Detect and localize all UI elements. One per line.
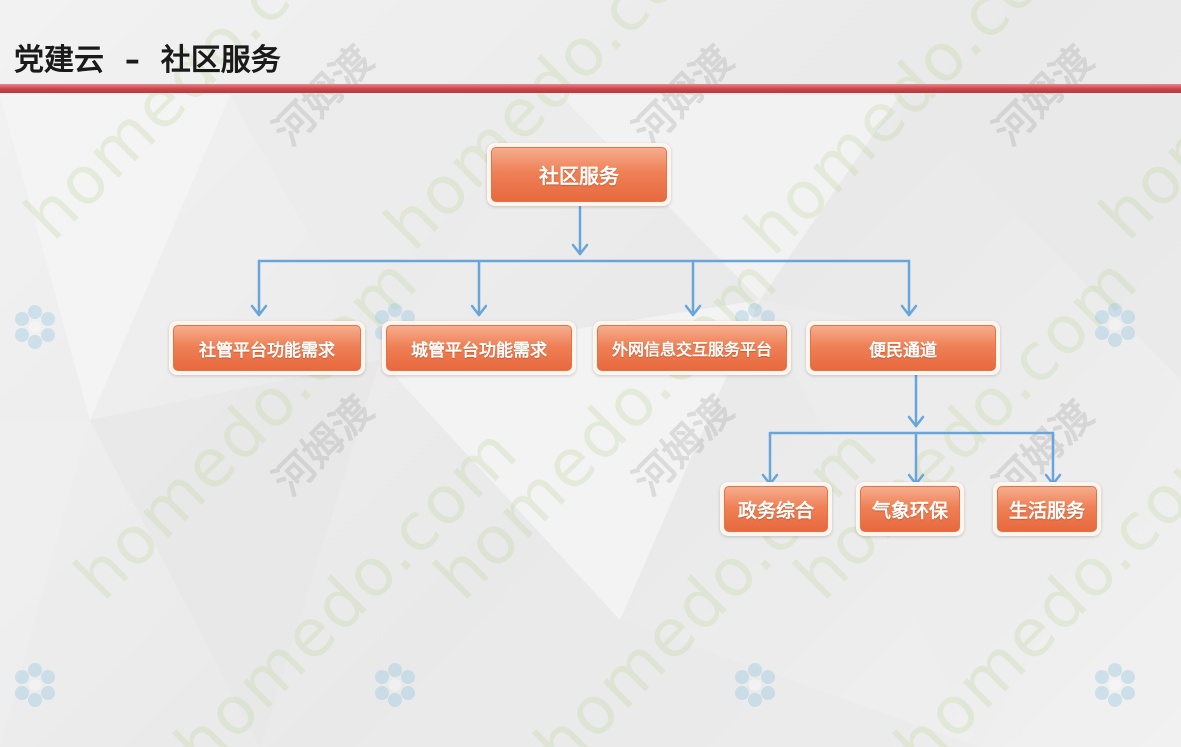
- node-label: 生活服务: [997, 486, 1097, 532]
- node-label: 社管平台功能需求: [173, 325, 361, 371]
- watermark-flower-icon: [375, 663, 415, 707]
- watermark-flower-icon: [1095, 663, 1135, 707]
- watermark-flower-icon: [15, 663, 55, 707]
- connector-arrowhead: [250, 304, 268, 317]
- page-title: 党建云 – 社区服务: [14, 43, 281, 78]
- node-label: 城管平台功能需求: [386, 325, 572, 371]
- node-label: 外网信息交互服务平台: [597, 325, 787, 371]
- node-label: 便民通道: [810, 325, 996, 371]
- connector-arrowhead: [907, 415, 925, 428]
- node-level1: 外网信息交互服务平台: [593, 321, 791, 375]
- node-label: 社区服务: [491, 147, 667, 202]
- connector-arrowhead: [900, 304, 918, 317]
- node-label: 气象环保: [860, 486, 960, 532]
- node-level1: 城管平台功能需求: [382, 321, 576, 375]
- watermark-flower-icon: [735, 663, 775, 707]
- node-level2: 政务综合: [720, 482, 832, 536]
- connector-arrowhead: [571, 243, 589, 256]
- node-level1: 便民通道: [806, 321, 1000, 375]
- node-label: 政务综合: [724, 486, 828, 532]
- watermark-flower-icon: [15, 305, 55, 349]
- connector-arrowhead: [684, 304, 702, 317]
- node-level2: 生活服务: [993, 482, 1101, 536]
- node-root: 社区服务: [487, 143, 671, 206]
- connector-arrowhead: [470, 304, 488, 317]
- node-level2: 气象环保: [856, 482, 964, 536]
- node-level1: 社管平台功能需求: [169, 321, 365, 375]
- watermark-flower-icon: [1095, 303, 1135, 347]
- title-rule: [0, 84, 1181, 93]
